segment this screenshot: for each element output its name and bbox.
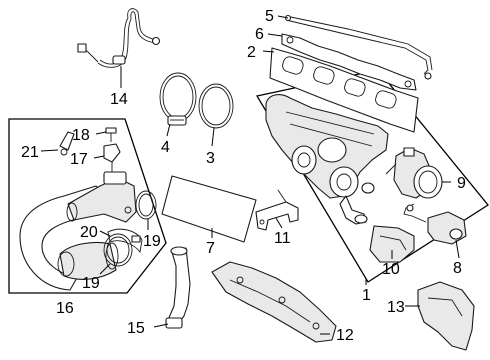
gasket-ring-part: [198, 83, 234, 129]
callout-4: 4: [161, 139, 170, 156]
callout-16: 16: [56, 300, 74, 317]
actuator-part: [403, 203, 467, 245]
callout-1: 1: [362, 287, 371, 304]
bolt-part: [105, 127, 117, 142]
callout-20: 20: [80, 224, 98, 241]
pressure-sensor-part: [103, 143, 121, 172]
callout-2: 2: [247, 44, 256, 61]
callout-17: 17: [70, 151, 88, 168]
callout-19b: 19: [82, 275, 100, 292]
long-heat-shield-part: [211, 261, 337, 343]
heat-shield-strip-part: [284, 14, 433, 80]
callout-13: 13: [387, 299, 405, 316]
turbocharger-part: [265, 94, 389, 225]
oil-return-pipe-part: [165, 246, 191, 329]
compressor-housing-part: [385, 147, 443, 199]
callout-19a: 19: [143, 233, 161, 250]
callout-21: 21: [21, 144, 39, 161]
turbo-heat-shield-part: [369, 225, 415, 263]
callout-8: 8: [453, 260, 462, 277]
callout-3: 3: [206, 150, 215, 167]
clamp-band-part: [107, 228, 143, 254]
callout-6: 6: [255, 26, 264, 43]
intake-elbow-part: [66, 171, 137, 223]
callout-18: 18: [72, 127, 90, 144]
mounting-bracket-part: [255, 189, 299, 231]
callout-5: 5: [265, 8, 274, 25]
oxygen-sensor-part: [77, 8, 161, 68]
small-heat-shield-part: [417, 281, 475, 351]
callout-10: 10: [382, 261, 400, 278]
duct-gasket-part: [103, 233, 133, 267]
hose-fitting-part: [59, 131, 75, 156]
callout-15: 15: [127, 320, 145, 337]
gasket-plate-part: [161, 175, 257, 243]
duct-seal-ring-part: [135, 190, 157, 220]
manifold-gasket-upper-part: [281, 33, 417, 91]
intake-duct-assembly-box: [8, 118, 167, 294]
callout-9: 9: [457, 175, 466, 192]
callout-7: 7: [206, 240, 215, 257]
callout-14: 14: [110, 91, 128, 108]
exhaust-manifold-gasket-part: [269, 47, 419, 133]
clamp-ring-part: [159, 72, 197, 126]
callout-12: 12: [336, 327, 354, 344]
callout-11: 11: [274, 230, 291, 247]
